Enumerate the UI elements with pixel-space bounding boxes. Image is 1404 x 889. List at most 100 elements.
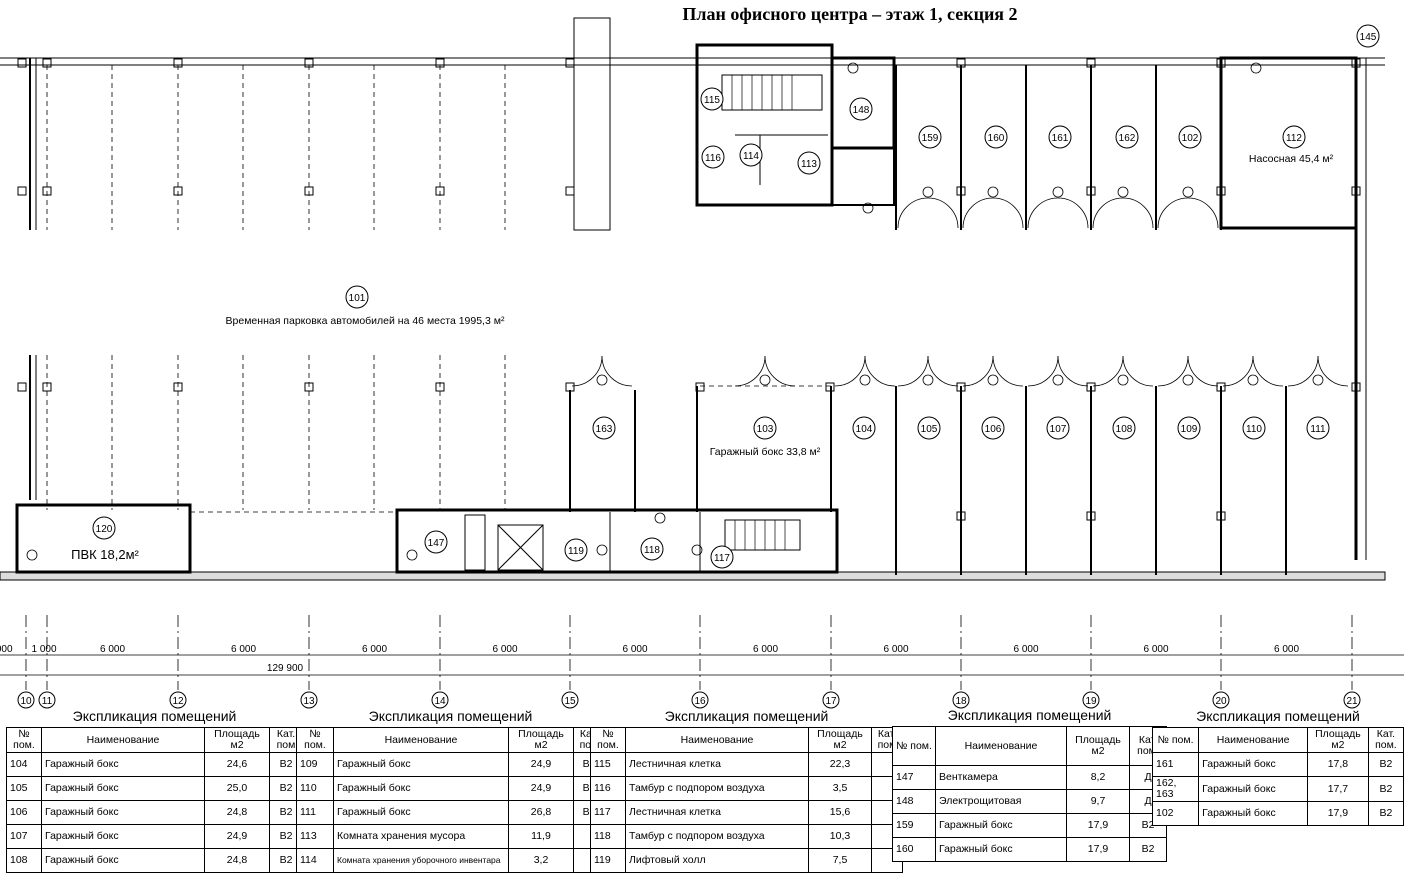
room-number-circle <box>1306 416 1330 440</box>
room-number: 111 <box>1310 424 1326 435</box>
axis-marker <box>691 691 709 709</box>
cell-name: Гаражный бокс <box>1198 801 1309 826</box>
dimension-span: 6 000 <box>883 644 908 655</box>
dimension-span: 6 000 <box>1013 644 1038 655</box>
cell-area: 24,6 <box>204 752 270 777</box>
axis-marker <box>38 691 56 709</box>
room-number: 102 <box>1182 133 1199 144</box>
plan-title: План офисного центра – этаж 1, секция 2 <box>682 4 1018 24</box>
column-header-name: Наименование <box>625 727 809 753</box>
table-title: Экспликация помещений <box>664 708 829 724</box>
cell-name: Комната хранения уборочного инвентара <box>333 848 509 873</box>
cell-name: Гаражный бокс <box>935 813 1067 838</box>
room-number-circle <box>1177 416 1201 440</box>
garage-103-label: Гаражный бокс 33,8 м² <box>710 446 821 458</box>
room-101-num: 101 <box>349 293 366 304</box>
room-number-circle <box>739 143 763 167</box>
room-number: 114 <box>743 151 759 162</box>
room-number-circle <box>984 125 1008 149</box>
cell-num: 119 <box>590 848 626 873</box>
axis-label: 11 <box>42 696 53 707</box>
cell-num: 116 <box>590 776 626 801</box>
cell-name: Лестничная клетка <box>625 800 809 825</box>
room-number-circle <box>1178 125 1202 149</box>
cell-area: 7,5 <box>808 848 872 873</box>
room-number-circle <box>701 145 725 169</box>
cell-num: 160 <box>892 837 936 862</box>
column-header-name: Наименование <box>935 726 1067 766</box>
column-header-name: Наименование <box>333 727 509 753</box>
column-header-name: Наименование <box>41 727 205 753</box>
cell-area: 17,9 <box>1307 801 1369 826</box>
cell-num: 102 <box>1151 801 1200 826</box>
dimension-total: 129 900 <box>267 663 304 674</box>
cell-num: 118 <box>590 824 626 849</box>
table-title: Экспликация помещений <box>947 707 1112 723</box>
room-number: 119 <box>568 546 584 557</box>
cell-num: 117 <box>590 800 626 825</box>
table-title: Экспликация помещений <box>368 708 533 724</box>
room-number-circle <box>1242 416 1266 440</box>
cell-area: 24,8 <box>204 800 270 825</box>
cell-area: 22,3 <box>808 752 872 777</box>
room-number-circle <box>710 545 734 569</box>
room-number: 117 <box>714 553 730 564</box>
cell-area: 11,9 <box>508 824 574 849</box>
room-120-num: 120 <box>96 524 113 535</box>
axis-label: 20 <box>1215 696 1227 707</box>
room-number-circle <box>852 416 876 440</box>
column-header-area: Площадь м2 <box>1066 726 1130 766</box>
cell-name: Гаражный бокс <box>333 776 509 801</box>
column-header-num: № пом. <box>296 727 334 753</box>
cell-area: 25,0 <box>204 776 270 801</box>
room-number: 118 <box>644 545 660 556</box>
room-number: 113 <box>801 159 817 170</box>
cell-num: 115 <box>590 752 626 777</box>
room-112-num: 112 <box>1286 133 1302 144</box>
cell-cat: В2 <box>1367 801 1404 826</box>
cell-name: Тамбур с подпором воздуха <box>625 824 809 849</box>
room-number-circle <box>849 97 873 121</box>
cell-area: 24,9 <box>204 824 270 849</box>
cell-name: Гаражный бокс <box>41 848 205 873</box>
cell-area: 24,8 <box>204 848 270 873</box>
column-header-area: Площадь м2 <box>1307 727 1369 753</box>
room-103-num: 103 <box>757 424 774 435</box>
cell-area: 26,8 <box>508 800 574 825</box>
axis-label: 10 <box>20 696 32 707</box>
room-number: 110 <box>1246 424 1262 435</box>
cell-name: Гаражный бокс <box>41 800 205 825</box>
column-header-num: № пом. <box>1151 727 1200 753</box>
cell-name: Гаражный бокс <box>935 837 1067 862</box>
room-number-circle <box>640 537 664 561</box>
cell-area: 8,2 <box>1066 765 1130 790</box>
room-number: 145 <box>1360 32 1377 43</box>
axis-label: 17 <box>825 696 837 707</box>
axis-label: 18 <box>955 696 967 707</box>
room-number: 163 <box>596 424 613 435</box>
column-header-area: Площадь м2 <box>808 727 872 753</box>
cell-num: 110 <box>296 776 334 801</box>
room-number: 116 <box>705 153 721 164</box>
room-number-circle <box>1115 125 1139 149</box>
room-number: 104 <box>856 424 873 435</box>
column-header-num: № пом. <box>892 726 936 766</box>
cell-area: 3,5 <box>808 776 872 801</box>
dimension-span: 6 000 <box>0 644 13 655</box>
